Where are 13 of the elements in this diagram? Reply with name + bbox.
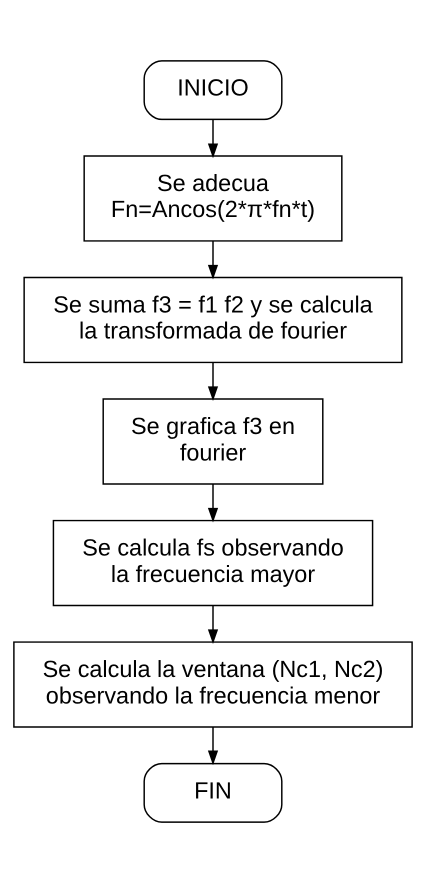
node-box: Se calcula la ventana (Nc1, Nc2) observando la frecuencia menor	[13, 640, 413, 728]
node-box: Se calcula fs observando la frecuencia mayor	[52, 519, 374, 606]
node-box: Se suma f3 = f1 f2 y se calcula la transformada de fourier	[23, 276, 403, 363]
arrow	[208, 240, 218, 279]
arrow	[208, 119, 218, 158]
arrow	[208, 726, 218, 765]
node-box: Se adecua Fn=Ancos(2*π*fn*t)	[83, 154, 343, 242]
node-box: Se grafica f3 en fourier	[102, 398, 324, 484]
arrow	[208, 484, 218, 522]
node-box: FIN	[143, 762, 283, 822]
arrow	[208, 605, 218, 644]
node-box: INICIO	[143, 60, 283, 120]
arrow	[208, 362, 218, 400]
